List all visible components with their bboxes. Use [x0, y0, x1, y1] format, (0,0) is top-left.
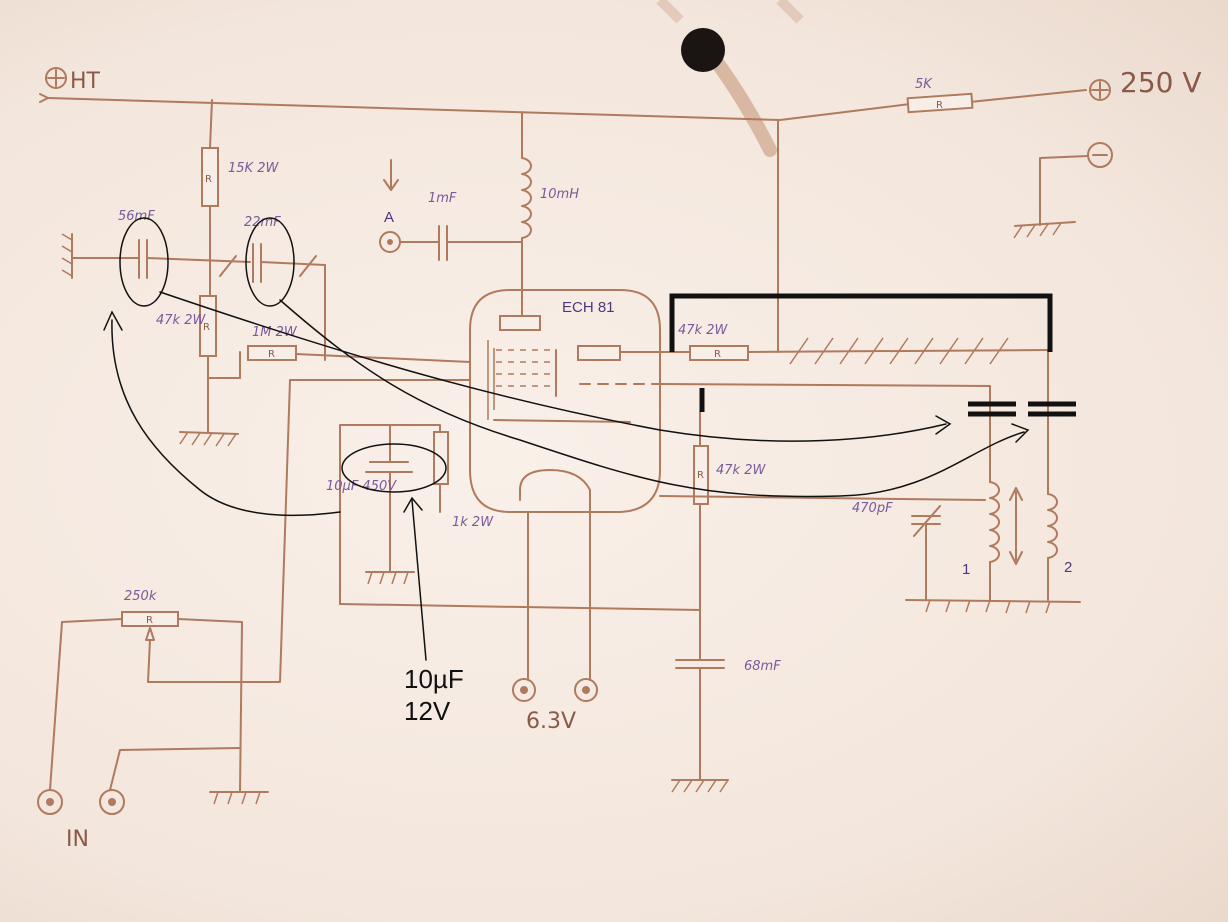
resistor-47k-anode: R	[689, 345, 749, 361]
input-label: IN	[66, 827, 89, 852]
ground-screen-icon	[671, 779, 729, 793]
ground-grid-icon	[179, 431, 239, 447]
coil-1-label: 1	[962, 561, 970, 578]
inductor-10mh	[521, 157, 532, 239]
potentiometer-250k-label: 250k	[124, 589, 157, 604]
capacitor-68mf	[675, 659, 725, 669]
resistor-1m: R	[247, 345, 297, 361]
svg-text:R: R	[697, 470, 704, 481]
annotation-capacitor-symbols	[968, 401, 1076, 417]
coupling-arrow-icon	[1009, 487, 1023, 565]
svg-text:R: R	[936, 100, 943, 111]
supply-voltage-label: 250 V	[1120, 66, 1202, 99]
resistor-47k-grid: R	[199, 295, 217, 357]
svg-text:R: R	[203, 322, 210, 333]
annotation-text-line2: 12V	[404, 696, 451, 726]
ech81-tube	[469, 289, 661, 513]
resistor-15k: R	[201, 147, 219, 207]
capacitor-56mf	[138, 239, 148, 279]
ht-rail	[39, 89, 1087, 121]
ground-cathode-icon	[365, 571, 415, 585]
capacitor-68mf-label: 68mF	[744, 659, 781, 674]
resistor-15k-label: 15K 2W	[228, 161, 279, 176]
capacitor-22mf-label: 22mF	[244, 215, 281, 230]
arrow-down-icon	[383, 159, 399, 191]
heater-voltage-label: 6.3V	[526, 709, 576, 734]
resistor-47k-screen-label: 47k 2W	[716, 463, 766, 478]
annotation-bracket	[669, 293, 1053, 412]
ground-left-icon	[61, 233, 73, 279]
svg-text:R: R	[268, 349, 275, 360]
capacitor-1mf	[438, 225, 448, 261]
resistor-5k-label: 5K	[915, 77, 933, 92]
trimmer-capacitor-470pf	[911, 505, 941, 601]
svg-text:R: R	[714, 349, 721, 360]
terminal-a-icon	[379, 231, 401, 253]
capacitor-56mf-label: 56mF	[118, 209, 155, 224]
capacitor-470pf-label: 470pF	[852, 501, 893, 516]
heater-terminal-1-icon	[512, 678, 536, 702]
tube-name-label: ECH 81	[562, 299, 615, 316]
coil-1	[989, 481, 1000, 563]
resistor-47k-grid-label: 47k 2W	[156, 313, 206, 328]
ground-input-icon	[209, 791, 269, 805]
annotation-ellipses	[119, 217, 447, 493]
capacitor-10uf	[365, 424, 413, 573]
ht-label: HT	[70, 69, 101, 94]
annotation-text-line1: 10µF	[404, 664, 464, 694]
annotation-arrows	[103, 291, 1030, 661]
terminal-a-label: A	[384, 209, 394, 226]
hatching-marks	[789, 337, 1009, 365]
inductor-10mh-label: 10mH	[540, 187, 579, 202]
pushpin-icon	[656, 0, 804, 157]
input-jack-2-icon	[99, 789, 125, 815]
capacitor-1mf-label: 1mF	[428, 191, 457, 206]
resistor-5k: R	[906, 92, 974, 114]
coil-2	[1047, 493, 1058, 559]
resistor-1m-label: 1M 2W	[252, 325, 298, 340]
coil-2-label: 2	[1064, 559, 1072, 576]
resistor-1k-label: 1k 2W	[452, 515, 494, 530]
resistor-47k-screen: R	[693, 445, 709, 505]
potentiometer-250k: R	[121, 611, 179, 641]
svg-text:R: R	[205, 174, 212, 185]
ht-terminal-icon	[45, 67, 67, 89]
minus-terminal-icon	[1013, 142, 1113, 239]
ground-coils-icon	[905, 599, 1081, 614]
input-jack-1-icon	[37, 789, 63, 815]
svg-text:R: R	[146, 615, 153, 626]
plus-250v-terminal-icon	[1089, 79, 1111, 101]
heater-terminal-2-icon	[574, 678, 598, 702]
resistor-47k-anode-label: 47k 2W	[678, 323, 728, 338]
